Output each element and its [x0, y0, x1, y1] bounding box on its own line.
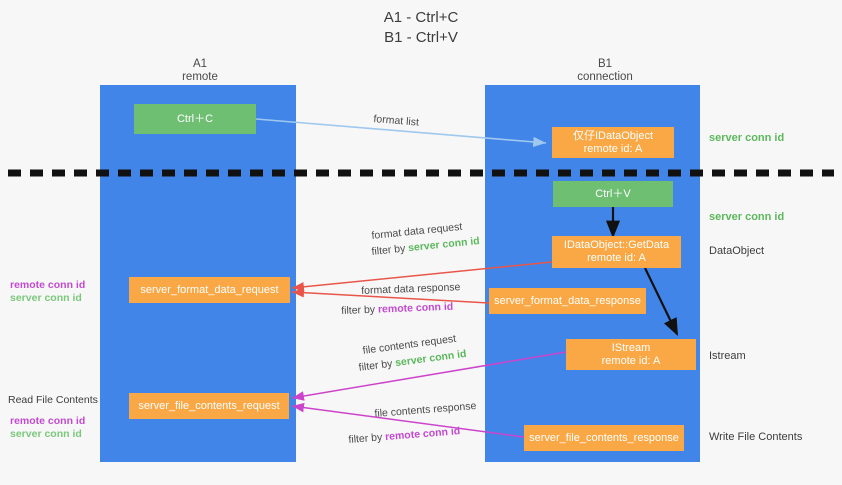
filter-value-remote-conn-id-2: remote conn id [384, 425, 461, 444]
left-label-remote-conn-id-2: remote conn id [10, 415, 86, 427]
box-istream-line1: IStream [611, 341, 651, 354]
filter-value-remote-conn-id-1: remote conn id [377, 300, 454, 316]
title-line-2: B1 - Ctrl+V [384, 29, 458, 46]
box-server-format-data-response-label: server_format_data_response [494, 294, 641, 307]
left-label-remote-conn-id-1: remote conn id [10, 279, 86, 291]
box-server-format-data-response[interactable]: server_format_data_response [489, 288, 646, 314]
edge-label-file-contents-response-filter: filter by remote conn id [348, 425, 461, 446]
page-title: A1 - Ctrl+C B1 - Ctrl+V [0, 8, 842, 48]
edge-label-format-data-response: format data response [361, 281, 461, 297]
left-label-read-file-contents: Read File Contents [8, 394, 98, 406]
lane-a1-sub: remote [182, 71, 218, 83]
lane-header-b1: B1 connection [535, 58, 675, 84]
lane-a1-name: A1 [192, 58, 208, 70]
box-istream-line2: remote id: A [601, 354, 661, 367]
box-idataobject-getdata[interactable]: IDataObject::GetData remote id: A [552, 236, 681, 268]
box-server-file-contents-request-label: server_file_contents_request [138, 399, 280, 412]
left-label-server-conn-id-1: server conn id [10, 292, 82, 304]
box-idataobject[interactable]: 仅仔IDataObject remote id: A [552, 127, 674, 158]
lane-header-a1: A1 remote [140, 58, 260, 84]
box-server-file-contents-response[interactable]: server_file_contents_response [524, 425, 684, 451]
box-istream[interactable]: IStream remote id: A [566, 339, 696, 370]
box-server-format-data-request-label: server_format_data_request [140, 283, 279, 296]
right-label-server-conn-id-top: server conn id [709, 132, 785, 144]
box-ctrl-v-label: Ctrl＋V [595, 187, 631, 200]
right-label-istream: Istream [709, 350, 746, 362]
title-line-1: A1 - Ctrl+C [383, 9, 459, 26]
box-ctrl-c[interactable]: Ctrl＋C [134, 104, 256, 134]
lane-b1-name: B1 [597, 58, 613, 70]
edge-label-format-data-response-filter: filter by remote conn id [341, 300, 454, 317]
lane-b1-sub: connection [577, 71, 633, 83]
edge-label-file-contents-response: file contents response [374, 399, 477, 420]
box-idataobject-line1: 仅仔IDataObject [572, 129, 654, 142]
right-label-write-file-contents: Write File Contents [709, 431, 803, 443]
box-ctrl-c-label: Ctrl＋C [176, 112, 214, 125]
box-idataobject-line2: remote id: A [583, 142, 643, 155]
box-getdata-line2: remote id: A [587, 252, 646, 264]
right-label-dataobject: DataObject [709, 245, 765, 257]
box-ctrl-v[interactable]: Ctrl＋V [553, 181, 673, 207]
edge-label-format-list: format list [373, 113, 420, 129]
box-server-file-contents-request[interactable]: server_file_contents_request [129, 393, 289, 419]
box-getdata-line1: IDataObject::GetData [563, 239, 670, 251]
right-label-server-conn-id-second: server conn id [709, 211, 785, 223]
box-server-file-contents-response-label: server_file_contents_response [529, 431, 679, 444]
left-label-server-conn-id-2: server conn id [10, 428, 82, 440]
box-server-format-data-request[interactable]: server_format_data_request [129, 277, 290, 303]
